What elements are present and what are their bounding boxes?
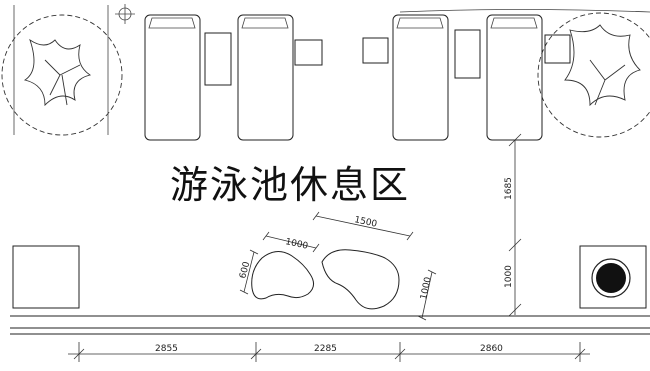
side-table-1 [204, 32, 232, 86]
side-table-5 [544, 34, 571, 64]
lounger-1 [144, 14, 201, 141]
lounger-2 [237, 14, 294, 141]
stone-dimensions: 1500 1000 600 1000 [238, 211, 437, 321]
side-table-2 [294, 39, 323, 66]
round-pot-icon [596, 263, 626, 293]
dim-label-600: 600 [238, 260, 252, 279]
dim-label-1000-top: 1000 [284, 237, 309, 252]
tree-right-icon [399, 9, 650, 138]
planter-box-right [579, 245, 647, 309]
bottom-dimension: 2855 2285 2860 [68, 342, 590, 362]
dim-label-2855: 2855 [155, 344, 178, 354]
dim-label-2860: 2860 [480, 344, 503, 354]
lounger-3 [392, 14, 449, 141]
vertical-dimension: 1685 1000 [504, 133, 522, 317]
side-table-4 [454, 29, 481, 79]
dim-label-2285: 2285 [314, 344, 337, 354]
side-table-3 [362, 37, 389, 64]
dim-label-1000-vertical: 1000 [504, 265, 514, 288]
pool-edge [10, 315, 650, 335]
stepping-stones [251, 249, 400, 310]
dim-label-1000-right: 1000 [419, 276, 434, 301]
dim-label-1685: 1685 [504, 177, 514, 200]
dim-label-1500: 1500 [353, 215, 378, 230]
tree-left-icon [1, 4, 135, 136]
lounger-4 [486, 14, 543, 141]
planter-box-left [12, 245, 80, 309]
area-title: 游泳池休息区 [170, 163, 410, 207]
